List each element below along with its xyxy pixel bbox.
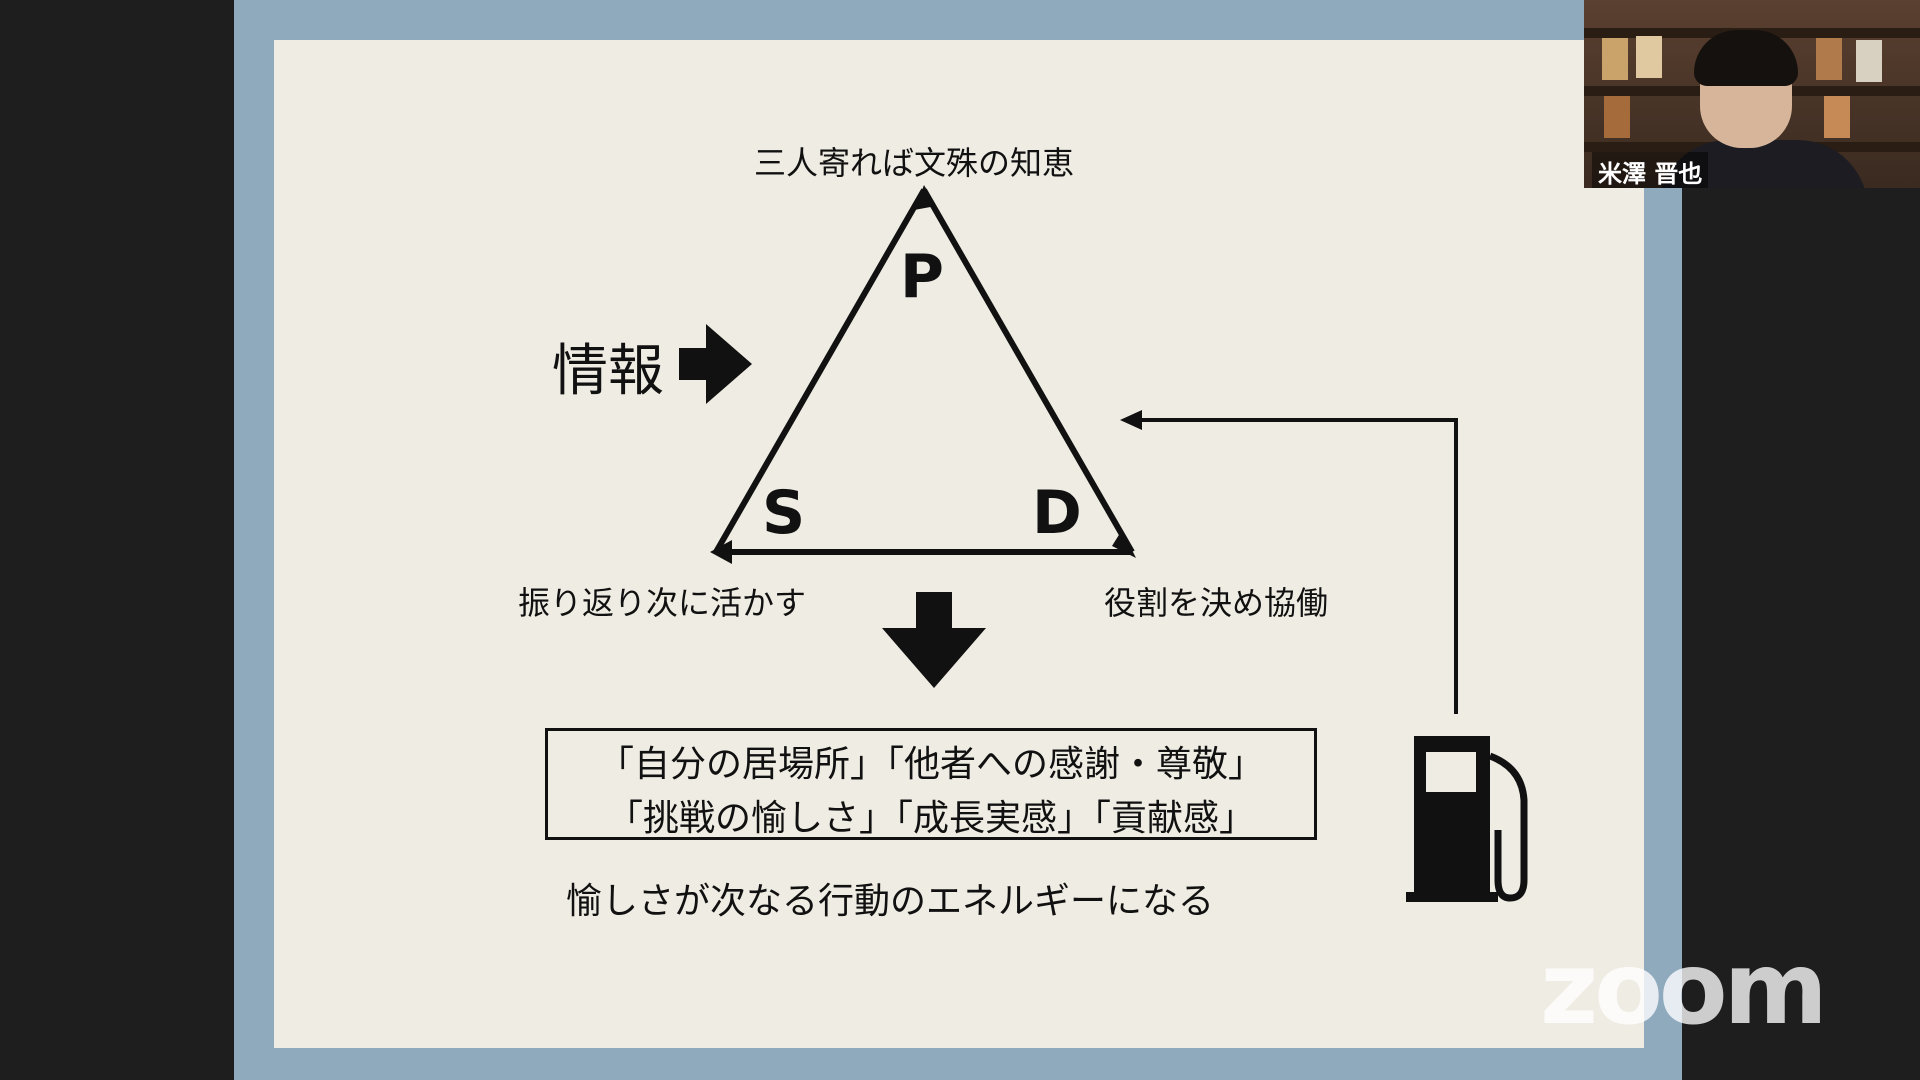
- values-line-1: 「自分の居場所」「他者への感謝・尊敬」: [597, 744, 1264, 785]
- values-line-2: 「挑戦の愉しさ」「成長実感」「貢献感」: [606, 798, 1255, 839]
- vertex-s: S: [762, 478, 806, 548]
- arrow-right-icon: [679, 324, 752, 404]
- arrow-down-icon: [882, 592, 986, 688]
- arrowhead-right: [1112, 530, 1136, 558]
- book: [1604, 96, 1630, 138]
- arrowhead-top: [914, 185, 936, 210]
- book: [1602, 38, 1628, 80]
- cycle-triangle: [713, 188, 1135, 555]
- values-box: 「自分の居場所」「他者への感謝・尊敬」 「挑戦の愉しさ」「成長実感」「貢献感」: [545, 728, 1317, 840]
- arrowhead-left: [710, 540, 732, 564]
- participant-hair: [1694, 30, 1798, 86]
- conclusion-text: 愉しさが次なる行動のエネルギーになる: [566, 881, 1215, 922]
- vertex-d: D: [1032, 478, 1082, 548]
- participant-video-tile[interactable]: 米澤 晋也: [1584, 0, 1920, 188]
- left-caption: 振り返り次に活かす: [518, 584, 807, 622]
- vertex-p: P: [900, 242, 944, 312]
- top-label: 三人寄れば文殊の知恵: [754, 144, 1075, 182]
- book: [1824, 96, 1850, 138]
- book: [1636, 36, 1662, 78]
- presentation-slide: 三人寄れば文殊の知恵 情報 P S D 振り返り次に活かす 役割を決め協働 「自…: [274, 40, 1644, 1048]
- right-caption: 役割を決め協働: [1104, 584, 1329, 622]
- pdcs-diagram: [679, 185, 1528, 902]
- zoom-watermark-logo: zoom: [1540, 930, 1828, 1047]
- participant-name: 米澤 晋也: [1592, 152, 1709, 188]
- info-label: 情報: [552, 339, 664, 404]
- gas-pump-icon: [1406, 736, 1528, 902]
- book: [1856, 40, 1882, 82]
- book: [1816, 38, 1842, 80]
- feedback-arrowhead: [1120, 410, 1142, 430]
- feedback-arrow: [1130, 418, 1458, 714]
